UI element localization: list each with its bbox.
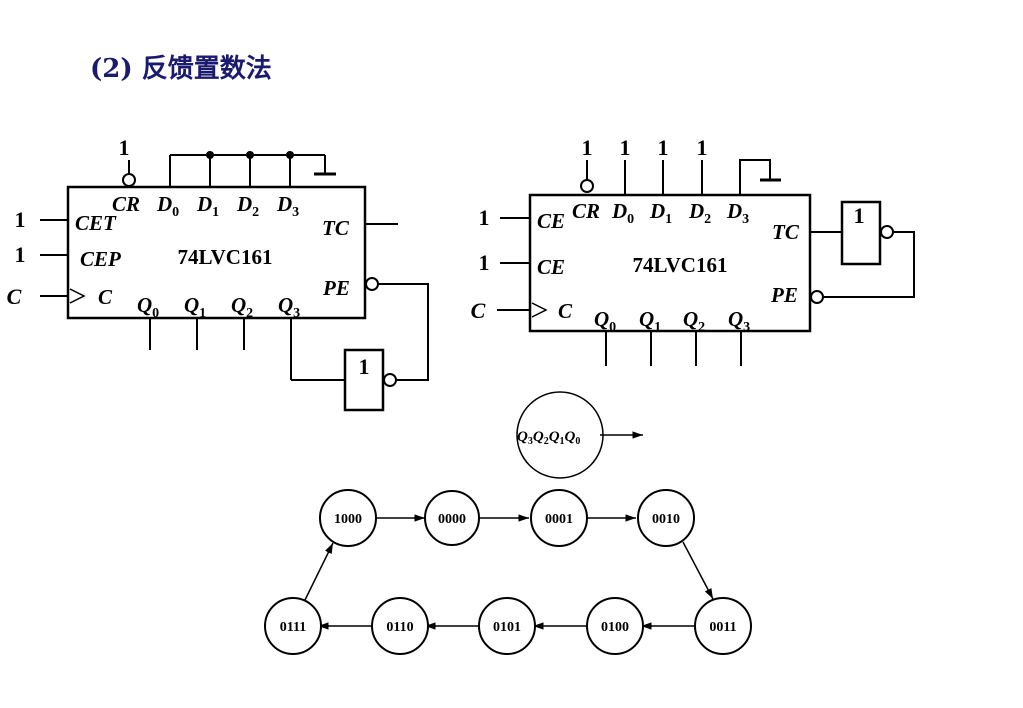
svg-text:0110: 0110 <box>386 620 413 635</box>
left-pin-cr: CR <box>112 192 140 216</box>
left-gate-label: 1 <box>359 354 370 379</box>
right-pin-pe: PE <box>770 283 798 307</box>
right-ce2-input: 1 <box>479 250 490 275</box>
left-pin-q1: Q1 <box>184 293 206 321</box>
legend-label: Q3Q2Q1Q0 <box>517 429 580 447</box>
right-pin-d1: D1 <box>649 199 672 227</box>
state-node: 0110 <box>371 597 429 655</box>
right-pin-ce1: CE <box>537 209 565 233</box>
right-circuit: 74LVC161 1 CR 1 1 1 D0 D1 D2 D3 1 CE 1 C… <box>471 135 915 366</box>
page-title: (2) 反馈置数法 <box>90 54 272 84</box>
right-chip-label: 74LVC161 <box>633 253 728 277</box>
left-pin-q2: Q2 <box>231 293 253 321</box>
left-chip-body <box>66 185 367 320</box>
left-pe-bubble <box>365 277 379 291</box>
right-d0-input: 1 <box>620 135 631 160</box>
state-legend: Q3Q2Q1Q0 <box>516 391 643 479</box>
right-pe-bubble <box>810 290 824 304</box>
right-not-gate <box>840 200 882 266</box>
right-chip-body <box>528 193 812 333</box>
left-pin-d2: D2 <box>236 192 259 220</box>
left-pin-q3: Q3 <box>278 293 300 321</box>
svg-text:1000: 1000 <box>334 512 362 527</box>
right-pin-cr: CR <box>572 199 600 223</box>
right-pin-d0: D0 <box>611 199 634 227</box>
right-pin-c: C <box>558 299 573 323</box>
svg-text:0111: 0111 <box>280 620 306 635</box>
left-pin-d1: D1 <box>196 192 219 220</box>
left-pin-cet: CET <box>75 211 117 235</box>
right-pin-ce2: CE <box>537 255 565 279</box>
right-cr-input: 1 <box>582 135 593 160</box>
svg-text:0101: 0101 <box>493 620 521 635</box>
left-cr-input: 1 <box>119 135 130 160</box>
svg-text:0010: 0010 <box>652 512 680 527</box>
left-pin-tc: TC <box>322 216 350 240</box>
right-pin-q1: Q1 <box>639 307 661 335</box>
left-clock-input: C <box>7 284 22 309</box>
left-chip-label: 74LVC161 <box>178 245 273 269</box>
right-pin-q3: Q3 <box>728 307 750 335</box>
state-node: 1000 <box>319 489 377 547</box>
left-pin-cep: CEP <box>80 247 121 271</box>
state-node: 0010 <box>637 489 695 547</box>
left-pin-q0: Q0 <box>137 293 159 321</box>
state-node: 0011 <box>694 597 752 655</box>
right-pin-d2: D2 <box>688 199 711 227</box>
legend-circle <box>516 391 604 479</box>
left-circuit: 74LVC161 1 CR D0 D1 D2 D3 1 CET 1 CEP C … <box>7 135 429 412</box>
left-pin-d3: D3 <box>276 192 299 220</box>
left-cet-input: 1 <box>15 207 26 232</box>
svg-text:0011: 0011 <box>709 620 736 635</box>
state-node: 0111 <box>264 597 322 655</box>
right-gate-label: 1 <box>854 203 865 228</box>
right-ce1-input: 1 <box>479 205 490 230</box>
state-node: 0000 <box>424 490 480 546</box>
right-pin-tc: TC <box>772 220 800 244</box>
svg-text:0000: 0000 <box>438 512 466 527</box>
left-clock-icon <box>69 288 86 304</box>
state-node: 0001 <box>530 489 588 547</box>
right-d1-input: 1 <box>658 135 669 160</box>
state-diagram: 1000 0000 0001 0010 0011 0100 0101 0110 <box>264 489 752 655</box>
right-pin-d3: D3 <box>726 199 749 227</box>
right-pin-q0: Q0 <box>594 307 616 335</box>
state-node: 0101 <box>478 597 536 655</box>
left-pin-d0: D0 <box>156 192 179 220</box>
right-d2-input: 1 <box>697 135 708 160</box>
left-pin-pe: PE <box>322 276 350 300</box>
right-clock-icon <box>531 302 548 318</box>
svg-text:0100: 0100 <box>601 620 629 635</box>
left-cr-bubble <box>122 173 136 187</box>
state-node: 0100 <box>586 597 644 655</box>
right-pin-q2: Q2 <box>683 307 705 335</box>
svg-text:0001: 0001 <box>545 512 573 527</box>
right-clock-input: C <box>471 298 486 323</box>
left-pin-c: C <box>98 285 113 309</box>
left-cep-input: 1 <box>15 242 26 267</box>
